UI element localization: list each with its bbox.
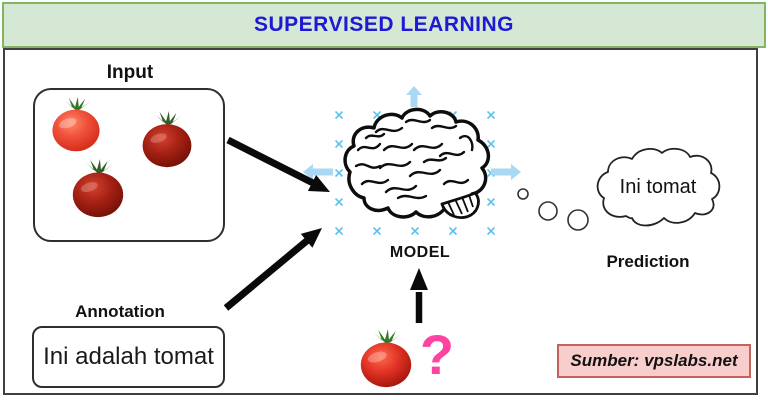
thought-bubble-icon [596,147,721,227]
guide-arrow-left-icon [303,164,333,180]
prediction-thought-text: Ini tomat [619,176,697,198]
annotation-box: Ini adalah tomat [32,326,225,388]
tomato-image [142,110,192,168]
title-banner: SUPERVISED LEARNING [2,2,766,48]
annotation-text: Ini adalah tomat [43,343,214,370]
tomato-image [360,328,412,388]
tomato-image [52,96,100,152]
source-credit-text: Sumber: vpslabs.net [570,351,738,370]
annotation-section-label: Annotation [75,302,165,321]
model-label: MODEL [389,244,451,261]
guide-arrow-right-icon [491,164,521,180]
prediction-label: Prediction [606,252,690,271]
brain-icon [343,107,491,219]
page-title: SUPERVISED LEARNING [254,13,514,36]
question-mark: ? [419,323,455,386]
input-section-label: Input [106,62,154,83]
source-credit-box: Sumber: vpslabs.net [557,344,751,378]
thought-trail-dots [517,188,589,231]
tomato-image [72,158,124,218]
guide-arrow-up-icon [406,86,422,107]
